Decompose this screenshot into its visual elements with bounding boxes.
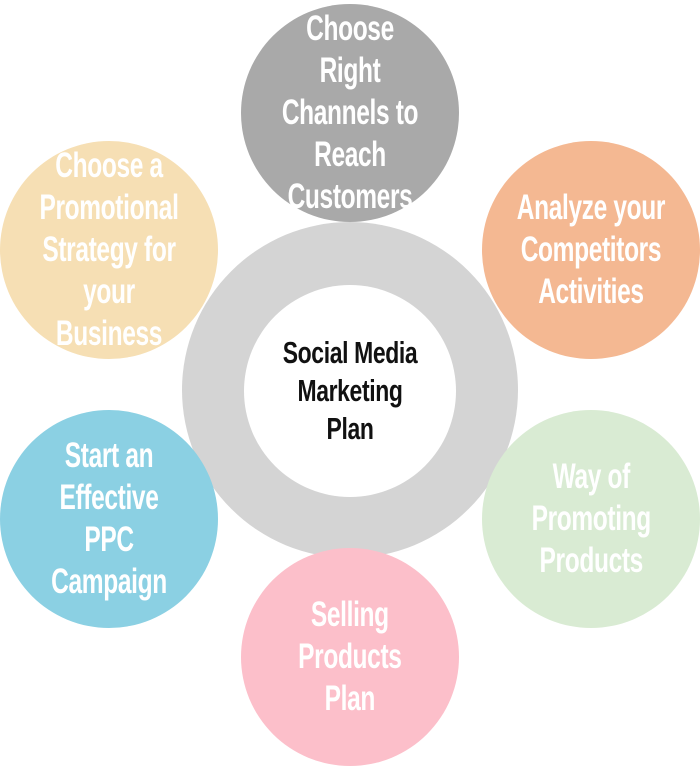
node-label: Way of Promoting Products	[531, 457, 651, 580]
node-analyze-competitors: Analyze your Competitors Activities	[482, 141, 700, 359]
center-circle: Social Media Marketing Plan	[244, 285, 456, 497]
node-label: Analyze your Competitors Activities	[516, 188, 666, 311]
node-label: Choose a Promotional Strategy for your B…	[39, 146, 179, 353]
node-choose-right-channels: Choose Right Channels to Reach Customers	[241, 4, 459, 222]
node-label: Start an Effective PPC Campaign	[51, 436, 167, 601]
node-label: Selling Products Plan	[298, 595, 402, 718]
center-label: Social Media Marketing Plan	[282, 335, 418, 446]
node-selling-products-plan: Selling Products Plan	[241, 548, 459, 766]
node-promotional-strategy: Choose a Promotional Strategy for your B…	[0, 141, 218, 359]
node-start-ppc-campaign: Start an Effective PPC Campaign	[0, 410, 218, 628]
node-way-of-promoting: Way of Promoting Products	[482, 410, 700, 628]
node-label: Choose Right Channels to Reach Customers	[281, 9, 419, 216]
